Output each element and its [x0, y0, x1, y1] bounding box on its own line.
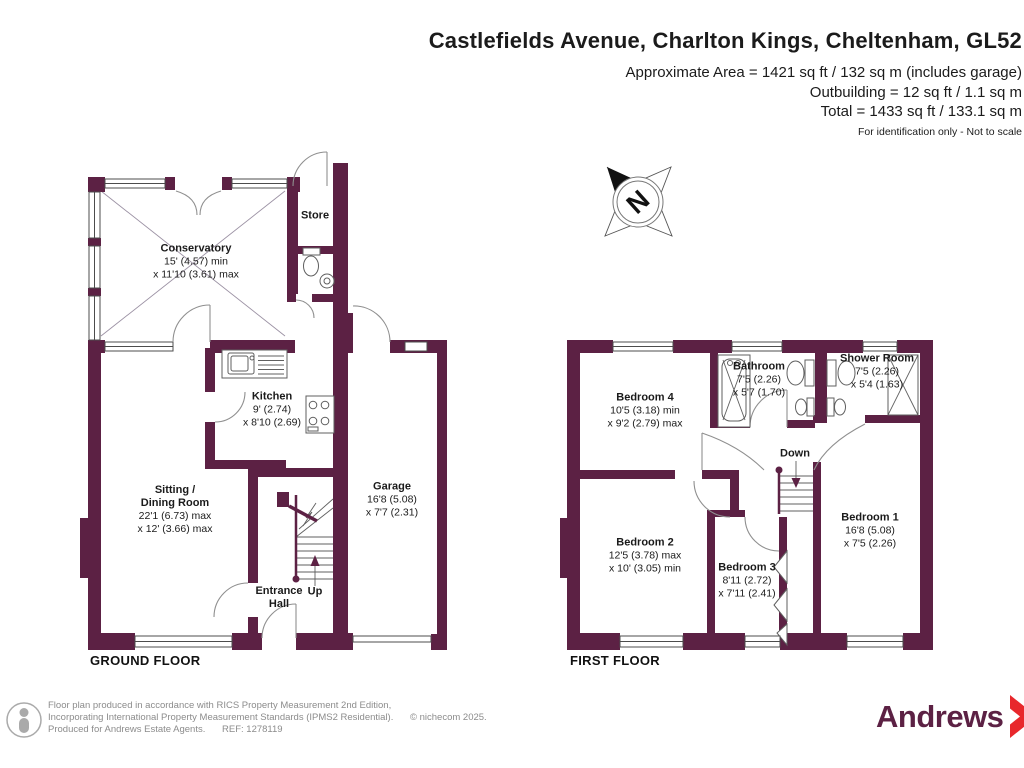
- wardrobe-chevrons: [773, 549, 788, 647]
- compass-icon: N: [604, 166, 673, 237]
- total-area: Total = 1433 sq ft / 133.1 sq m: [820, 103, 1022, 120]
- ground-floor-windows: [88, 178, 432, 648]
- ground-floor-plan: [80, 151, 447, 650]
- room-label-kitchen: Kitchen 9' (2.74) x 8'10 (2.69): [242, 390, 302, 429]
- outbuilding-area: Outbuilding = 12 sq ft / 1.1 sq m: [809, 83, 1022, 101]
- header: Castlefields Avenue, Charlton Kings, Che…: [429, 28, 1022, 138]
- ground-floor-doors: [172, 151, 391, 639]
- stairs-up: [288, 495, 334, 586]
- stove-icon: [305, 395, 335, 434]
- room-label-bedroom1: Bedroom 1 16'8 (5.08) x 7'5 (2.26): [841, 511, 899, 550]
- bathroom-toilet-icon: [786, 359, 815, 387]
- room-label-bedroom3: Bedroom 3 8'11 (2.72) x 7'11 (2.41): [718, 561, 776, 600]
- stairs-down-label: Down: [780, 447, 810, 460]
- page-title: Castlefields Avenue, Charlton Kings, Che…: [428, 28, 1022, 53]
- andrews-logo: Andrews: [876, 694, 1024, 739]
- ground-floor-title: GROUND FLOOR: [90, 653, 201, 668]
- bathroom-basin-icon: [795, 397, 815, 417]
- kitchen-sink-icon: [221, 349, 288, 379]
- wc-basin-icon: [319, 273, 335, 289]
- room-label-entrance-hall: Entrance Hall: [255, 585, 303, 610]
- reference-number: REF: 1278119: [222, 724, 283, 735]
- room-label-conservatory: Conservatory 15' (4.57) min x 11'10 (3.6…: [153, 242, 239, 281]
- approximate-area: Approximate Area = 1421 sq ft / 132 sq m…: [625, 64, 1022, 81]
- stairs-up-label: Up: [307, 585, 323, 598]
- room-label-shower-room: Shower Room 7'5 (2.26) x 5'4 (1.63): [840, 352, 914, 391]
- first-floor-doors: [693, 389, 866, 552]
- down-arrow-icon: [791, 478, 801, 488]
- room-label-bedroom4: Bedroom 4 10'5 (3.18) min x 9'2 (2.79) m…: [607, 391, 683, 430]
- shower-basin-icon: [826, 397, 846, 417]
- room-label-bedroom2: Bedroom 2 12'5 (3.78) max x 10' (3.05) m…: [608, 536, 682, 575]
- room-label-store: Store: [300, 209, 330, 222]
- room-label-sitting-dining: Sitting / Dining Room 22'1 (6.73) max x …: [137, 484, 213, 535]
- first-floor-windows: [612, 341, 904, 648]
- andrews-chevron-icon: [1010, 695, 1024, 738]
- andrews-logo-text: Andrews: [876, 698, 1004, 734]
- wc-toilet-icon: [302, 247, 321, 277]
- shower-toilet-icon: [826, 359, 856, 387]
- garage-door: [352, 635, 432, 643]
- scale-disclaimer: For identification only - Not to scale: [858, 125, 1022, 138]
- room-label-bathroom: Bathroom 7'5 (2.26) x 5'7 (1.70): [732, 360, 786, 399]
- up-arrow-icon: [310, 555, 320, 566]
- person-badge-icon: [6, 702, 42, 738]
- room-label-garage: Garage 16'8 (5.08) x 7'7 (2.31): [365, 480, 419, 519]
- first-floor-title: FIRST FLOOR: [570, 653, 660, 668]
- bath-icon: [717, 354, 751, 428]
- stairs-down: [775, 461, 813, 514]
- shower-cubicle-icon: [887, 354, 919, 416]
- copyright: © nichecom 2025.: [409, 712, 487, 723]
- footer-disclaimer: Floor plan produced in accordance with R…: [48, 700, 487, 735]
- first-floor-plan: [560, 340, 933, 650]
